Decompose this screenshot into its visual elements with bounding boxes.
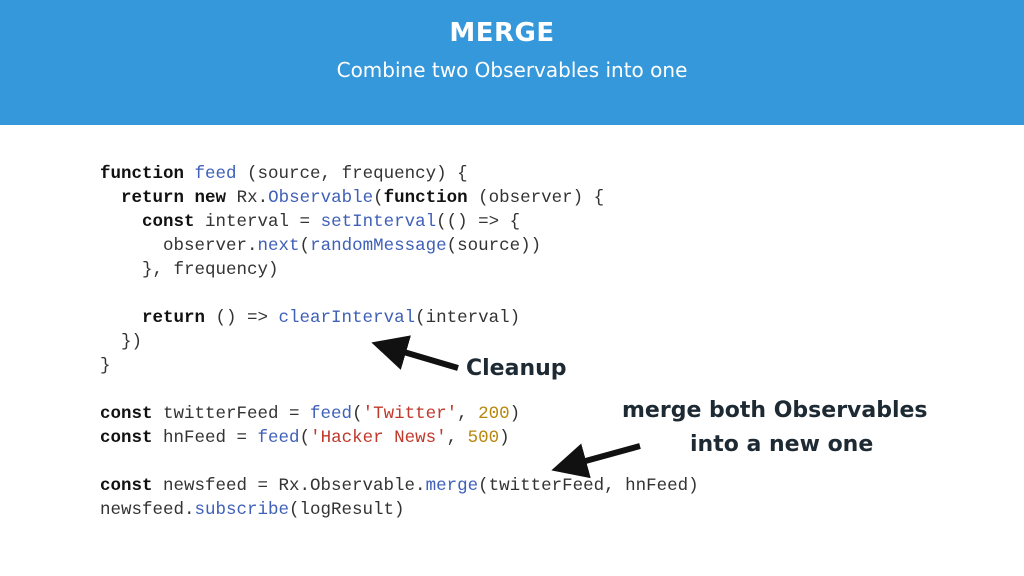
code-token: (twitterFeed, hnFeed) — [478, 476, 699, 496]
code-token: 200 — [478, 404, 510, 424]
code-token: (source, frequency) { — [236, 164, 468, 184]
code-token: Observable — [268, 188, 374, 208]
code-line: observer.next(randomMessage(source)) — [100, 234, 699, 258]
code-token: ( — [299, 236, 311, 256]
code-line: }, frequency) — [100, 258, 699, 282]
merge-label-line1: merge both Observables — [622, 398, 928, 423]
code-token: , — [446, 428, 468, 448]
code-token — [100, 308, 142, 328]
code-line: newsfeed.subscribe(logResult) — [100, 498, 699, 522]
code-token: const — [100, 404, 153, 424]
header-banner: MERGE Combine two Observables into one — [0, 0, 1024, 125]
code-token: 500 — [467, 428, 500, 448]
code-token — [100, 212, 142, 232]
code-token: interval = — [194, 212, 321, 232]
code-token: 'Twitter' — [362, 404, 458, 424]
code-token: (logResult) — [289, 500, 405, 520]
slide-subtitle: Combine two Observables into one — [336, 58, 688, 82]
code-token: return — [121, 188, 185, 208]
code-token: hnFeed = — [152, 428, 258, 448]
code-token: , — [457, 404, 479, 424]
code-token: function — [383, 188, 468, 208]
code-token — [184, 188, 195, 208]
code-token: (() => { — [436, 212, 521, 232]
code-token: const — [100, 476, 153, 496]
code-token: newsfeed = Rx.Observable. — [152, 476, 426, 496]
code-token: return — [142, 308, 206, 328]
code-token: () => — [205, 308, 279, 328]
code-token: }, frequency) — [100, 260, 279, 280]
code-token: ( — [352, 404, 363, 424]
code-line — [100, 282, 699, 306]
code-token: (interval) — [415, 308, 521, 328]
code-token: ) — [509, 404, 521, 424]
code-token: feed — [194, 164, 237, 184]
code-token: new — [194, 188, 227, 208]
merge-label-line2: into a new one — [690, 432, 874, 457]
code-token: } — [100, 356, 111, 376]
code-token: feed — [310, 404, 353, 424]
code-token: clearInterval — [278, 308, 416, 328]
code-token: 'Hacker News' — [310, 428, 447, 448]
code-line: function feed (source, frequency) { — [100, 162, 699, 186]
code-token: randomMessage — [310, 236, 447, 256]
code-line: const newsfeed = Rx.Observable.merge(twi… — [100, 474, 699, 498]
code-line: return new Rx.Observable(function (obser… — [100, 186, 699, 210]
code-token: newsfeed. — [100, 500, 195, 520]
code-token: ( — [373, 188, 384, 208]
code-token: function — [100, 164, 185, 184]
code-token: const — [142, 212, 195, 232]
code-block: function feed (source, frequency) { retu… — [100, 162, 699, 522]
code-line — [100, 378, 699, 402]
code-token: ) — [499, 428, 510, 448]
code-token: (observer) { — [467, 188, 605, 208]
code-token: observer. — [100, 236, 258, 256]
cleanup-label: Cleanup — [466, 356, 567, 381]
code-line: }) — [100, 330, 699, 354]
code-token: Rx. — [226, 188, 269, 208]
code-token: subscribe — [194, 500, 290, 520]
code-token: feed — [257, 428, 300, 448]
code-line: const hnFeed = feed('Hacker News', 500) — [100, 426, 699, 450]
code-line: const interval = setInterval(() => { — [100, 210, 699, 234]
code-line — [100, 450, 699, 474]
code-token — [184, 164, 195, 184]
code-line: } — [100, 354, 699, 378]
code-line: return () => clearInterval(interval) — [100, 306, 699, 330]
code-token: }) — [100, 332, 143, 352]
code-token: (source)) — [446, 236, 542, 256]
code-token: const — [100, 428, 153, 448]
code-token: next — [257, 236, 300, 256]
code-token: setInterval — [320, 212, 437, 232]
code-token — [100, 188, 121, 208]
code-token: twitterFeed = — [152, 404, 311, 424]
code-token: merge — [425, 476, 479, 496]
slide-title: MERGE — [449, 18, 555, 48]
code-line: const twitterFeed = feed('Twitter', 200) — [100, 402, 699, 426]
code-token: ( — [299, 428, 311, 448]
